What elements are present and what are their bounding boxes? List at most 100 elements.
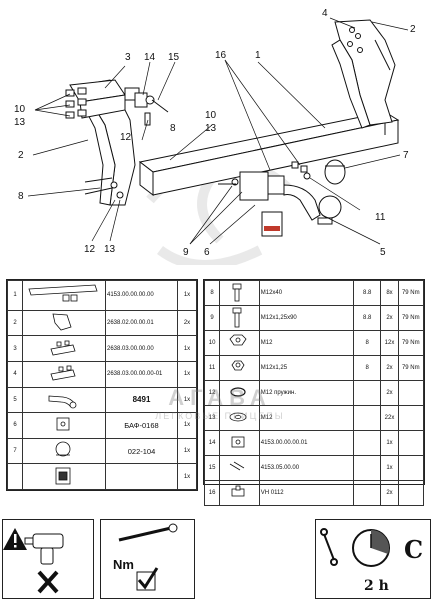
part-sketch xyxy=(22,309,106,337)
row-index: 13 xyxy=(203,405,221,431)
part-sketch xyxy=(22,360,106,388)
callout-7: 7 xyxy=(403,150,409,161)
part-qty: 12x xyxy=(380,330,399,356)
part-code: 2638.02.00.00.01 xyxy=(105,309,178,337)
part-code: 4153.00.00.00.00 xyxy=(105,280,178,311)
callout-1: 1 xyxy=(255,50,261,61)
part-code: 8491 xyxy=(105,386,178,414)
row-index: 10 xyxy=(203,330,221,356)
part-qty: 1x xyxy=(380,430,399,456)
instruction-footer: Nm C 2 h xyxy=(0,519,433,600)
part-sketch xyxy=(22,463,106,490)
strength-class xyxy=(353,455,382,481)
strength-class: 8 xyxy=(353,330,382,356)
row-index: 9 xyxy=(203,305,221,331)
table-row: 6 БАФ-0168 1x xyxy=(7,412,197,439)
strength-class: 8.8 xyxy=(353,280,382,306)
part-sketch xyxy=(22,437,106,465)
part-sketch xyxy=(22,335,106,362)
table-row: 16 VH 0112 2x xyxy=(203,480,425,506)
table-row: 1x xyxy=(7,463,197,490)
row-index: 16 xyxy=(203,480,221,506)
part-qty: 1x xyxy=(177,412,197,439)
part-qty: 2x xyxy=(380,305,399,331)
torque-value xyxy=(397,405,425,431)
part-sketch xyxy=(219,305,260,331)
row-index: 2 xyxy=(7,309,23,337)
part-qty: 1x xyxy=(177,335,197,362)
torque-value: 79 Nm xyxy=(397,305,425,331)
difficulty-letter: C xyxy=(404,535,423,564)
torque-wrench-icon xyxy=(118,523,178,542)
ball-mount-bracket xyxy=(134,92,169,126)
row-index: 7 xyxy=(7,437,23,465)
callout-4: 4 xyxy=(322,8,328,19)
row-index: 3 xyxy=(7,335,23,362)
row-index: 4 xyxy=(7,360,23,388)
part-sketch xyxy=(219,280,260,306)
row-index: 5 xyxy=(7,386,23,414)
right-side-bracket xyxy=(331,19,396,129)
torque-value: 79 Nm xyxy=(397,355,425,381)
parts-table-hardware: 8 M12x40 8.8 8x 79 Nm 9 M12x1,25x90 8.8 … xyxy=(203,279,425,506)
wrench-icon xyxy=(320,528,338,566)
table-row: 1 4153.00.00.00.00 1x xyxy=(7,280,197,311)
table-row: 13 M12 22x xyxy=(203,405,425,431)
part-desc: M12x1,25x90 xyxy=(258,305,355,331)
row-index xyxy=(7,463,23,490)
cross-icon xyxy=(37,570,59,594)
table-row: 11 M12x1,25 8 2x 79 Nm xyxy=(203,355,425,381)
part-qty: 1x xyxy=(177,360,197,388)
table-row: 7 022-104 1x xyxy=(7,437,197,465)
part-qty: 2x xyxy=(380,480,399,506)
install-time: 2 h xyxy=(364,578,389,594)
callout-12: 12 xyxy=(120,132,132,143)
table-row: 15 4153.05.00.00 1x xyxy=(203,455,425,481)
table-row: 12 M12 пружин. 2x xyxy=(203,380,425,406)
no-power-tool-panel xyxy=(2,519,94,599)
callout-10: 10 xyxy=(205,110,217,121)
part-qty: 8x xyxy=(380,280,399,306)
crossbar-tube xyxy=(138,111,400,197)
torque-value xyxy=(397,480,425,506)
callout-14: 14 xyxy=(144,52,156,63)
part-sketch xyxy=(219,455,260,481)
part-desc: M12x40 xyxy=(258,280,355,306)
part-desc: 4153.05.00.00 xyxy=(258,455,355,481)
part-sketch xyxy=(219,330,260,356)
torque-value xyxy=(397,430,425,456)
row-index: 8 xyxy=(203,280,221,306)
row-index: 15 xyxy=(203,455,221,481)
callout-8: 8 xyxy=(18,191,24,202)
part-code: 022-104 xyxy=(105,437,178,465)
part-qty: 22x xyxy=(380,405,399,431)
callout-9: 9 xyxy=(183,247,189,258)
parts-table-main: 1 4153.00.00.00.00 1x 2 2638.02.00.00.01… xyxy=(6,279,198,491)
callout-15: 15 xyxy=(168,52,180,63)
callout-3: 3 xyxy=(125,52,131,63)
table-row: 10 M12 8 12x 79 Nm xyxy=(203,330,425,356)
part-desc: M12 пружин. xyxy=(258,380,355,406)
torque-value: 79 Nm xyxy=(397,330,425,356)
impact-wrench-icon xyxy=(24,533,64,565)
torque-value xyxy=(397,455,425,481)
row-index: 11 xyxy=(203,355,221,381)
warning-icon xyxy=(3,528,27,550)
table-row: 2 2638.02.00.00.01 2x xyxy=(7,309,197,337)
part-qty: 1x xyxy=(177,280,197,311)
part-sketch xyxy=(219,355,260,381)
callout-13: 13 xyxy=(14,117,26,128)
part-qty: 2x xyxy=(380,380,399,406)
callout-5: 5 xyxy=(380,247,386,258)
part-desc: M12 xyxy=(258,330,355,356)
table-row: 9 M12x1,25x90 8.8 2x 79 Nm xyxy=(203,305,425,331)
identification-sticker xyxy=(264,226,280,231)
callout-16: 16 xyxy=(215,50,227,61)
part-sketch xyxy=(219,480,260,506)
row-index: 1 xyxy=(7,280,23,311)
part-qty: 2x xyxy=(380,355,399,381)
callout-8: 8 xyxy=(170,123,176,134)
row-index: 12 xyxy=(203,380,221,406)
right-bolt-set xyxy=(218,161,311,186)
part-sketch xyxy=(219,380,260,406)
